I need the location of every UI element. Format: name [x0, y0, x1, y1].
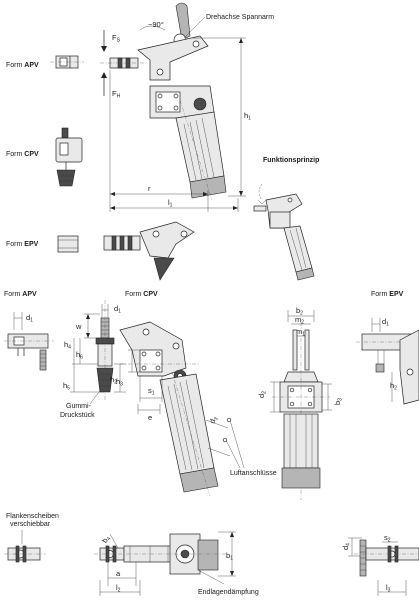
cpv-mid-detail: d1 w h4 h6 h5 Gummi- Druckstück: [60, 300, 277, 497]
pneumatic-cylinder: [175, 111, 225, 183]
fh-label: FH: [112, 89, 121, 100]
w-label: w: [75, 322, 82, 331]
function-principle: Funktionsprinzip: [253, 157, 319, 281]
l2-label: l2: [116, 583, 121, 594]
flankenscheiben-label-line2: verschiebbar: [10, 521, 51, 528]
d4-label: d4: [341, 543, 352, 550]
epv-arm-icon: [57, 235, 79, 253]
variant-apv-top: Form APV: [6, 55, 84, 69]
epv-h2-label: h2: [390, 381, 397, 392]
d2-label: d2: [257, 391, 268, 398]
m2-label: m2: [295, 315, 304, 326]
gummi-label-line1: Gummi-: [66, 403, 92, 410]
b4-label: b4: [100, 534, 113, 545]
r-label: r: [148, 184, 151, 193]
h4-label: h4: [64, 340, 71, 351]
bottom-right-detail: d4 s2 l3: [341, 533, 419, 596]
apv-mid-detail: d1: [4, 312, 54, 371]
form-epv-label-top: Form EPV: [6, 241, 39, 248]
cpv-h2-dimension: h2: [110, 363, 126, 393]
bottom-plan-view: b4 b1 a l2 Endlagendämpf: [94, 531, 259, 596]
d3-label: d3: [207, 415, 219, 425]
s1-label: s1: [148, 386, 155, 397]
epv-mid-detail: d1 h2: [356, 317, 419, 405]
b3-label: b3: [333, 398, 344, 405]
drehachse-label: Drehachse Spannarm: [206, 14, 274, 21]
gummi-label-line2: Druckstück: [60, 412, 95, 419]
flank-washer-detail: Flankenscheiben verschiebbar: [4, 513, 59, 563]
h3-label: h3: [116, 377, 123, 388]
form-apv-label-top: Form APV: [6, 62, 39, 69]
h6-label: h6: [76, 350, 83, 361]
l1-label: l1: [168, 198, 173, 209]
e-label: e: [148, 413, 152, 422]
s2-label: s2: [384, 533, 391, 544]
m1-label: m1: [296, 327, 305, 338]
form-apv-label-mid: Form APV: [4, 291, 37, 298]
form-cpv-label-top: Form CPV: [6, 151, 39, 158]
endlagendaempfung-label: Endlagendämpfung: [198, 589, 259, 596]
swing-arc: [139, 25, 166, 31]
clamping-arm: [137, 35, 209, 81]
luftanschluesse-label: Luftanschlüsse: [230, 470, 277, 477]
flankenscheiben-label-line1: Flankenscheiben: [6, 513, 59, 520]
main-clamp-drawing: ~90° Drehachse Spannarm FS F: [100, 2, 274, 212]
funktionsprinzip-title: Funktionsprinzip: [263, 157, 319, 164]
b1-label: b1: [226, 551, 233, 562]
clamp-handle: [175, 2, 191, 41]
cpv-d1-label: d1: [114, 304, 121, 315]
angle-label: ~90°: [148, 20, 164, 29]
b2-label: b2: [296, 306, 303, 317]
epv-d1-label: d1: [382, 317, 389, 328]
form-epv-label-mid: Form EPV: [371, 291, 404, 298]
h1-label: h1: [244, 111, 251, 122]
front-view-detail: b2 m2 m1 d2 b3: [257, 306, 344, 500]
h2-label: h2: [110, 375, 117, 386]
variant-cpv-top: Form CPV: [6, 127, 83, 187]
form-cpv-label-mid: Form CPV: [125, 291, 158, 298]
variant-epv-top: Form EPV: [6, 235, 79, 253]
fs-label: FS: [112, 33, 121, 44]
epv-top-clamp: [103, 221, 195, 281]
apv-d1-label: d1: [26, 313, 33, 324]
l3-label: l3: [386, 583, 391, 594]
cpv-rubber-spindle-icon: [55, 127, 83, 187]
h5-label: h5: [63, 381, 70, 392]
apv-spindle-icon: [50, 55, 84, 69]
a-label: a: [116, 569, 121, 578]
